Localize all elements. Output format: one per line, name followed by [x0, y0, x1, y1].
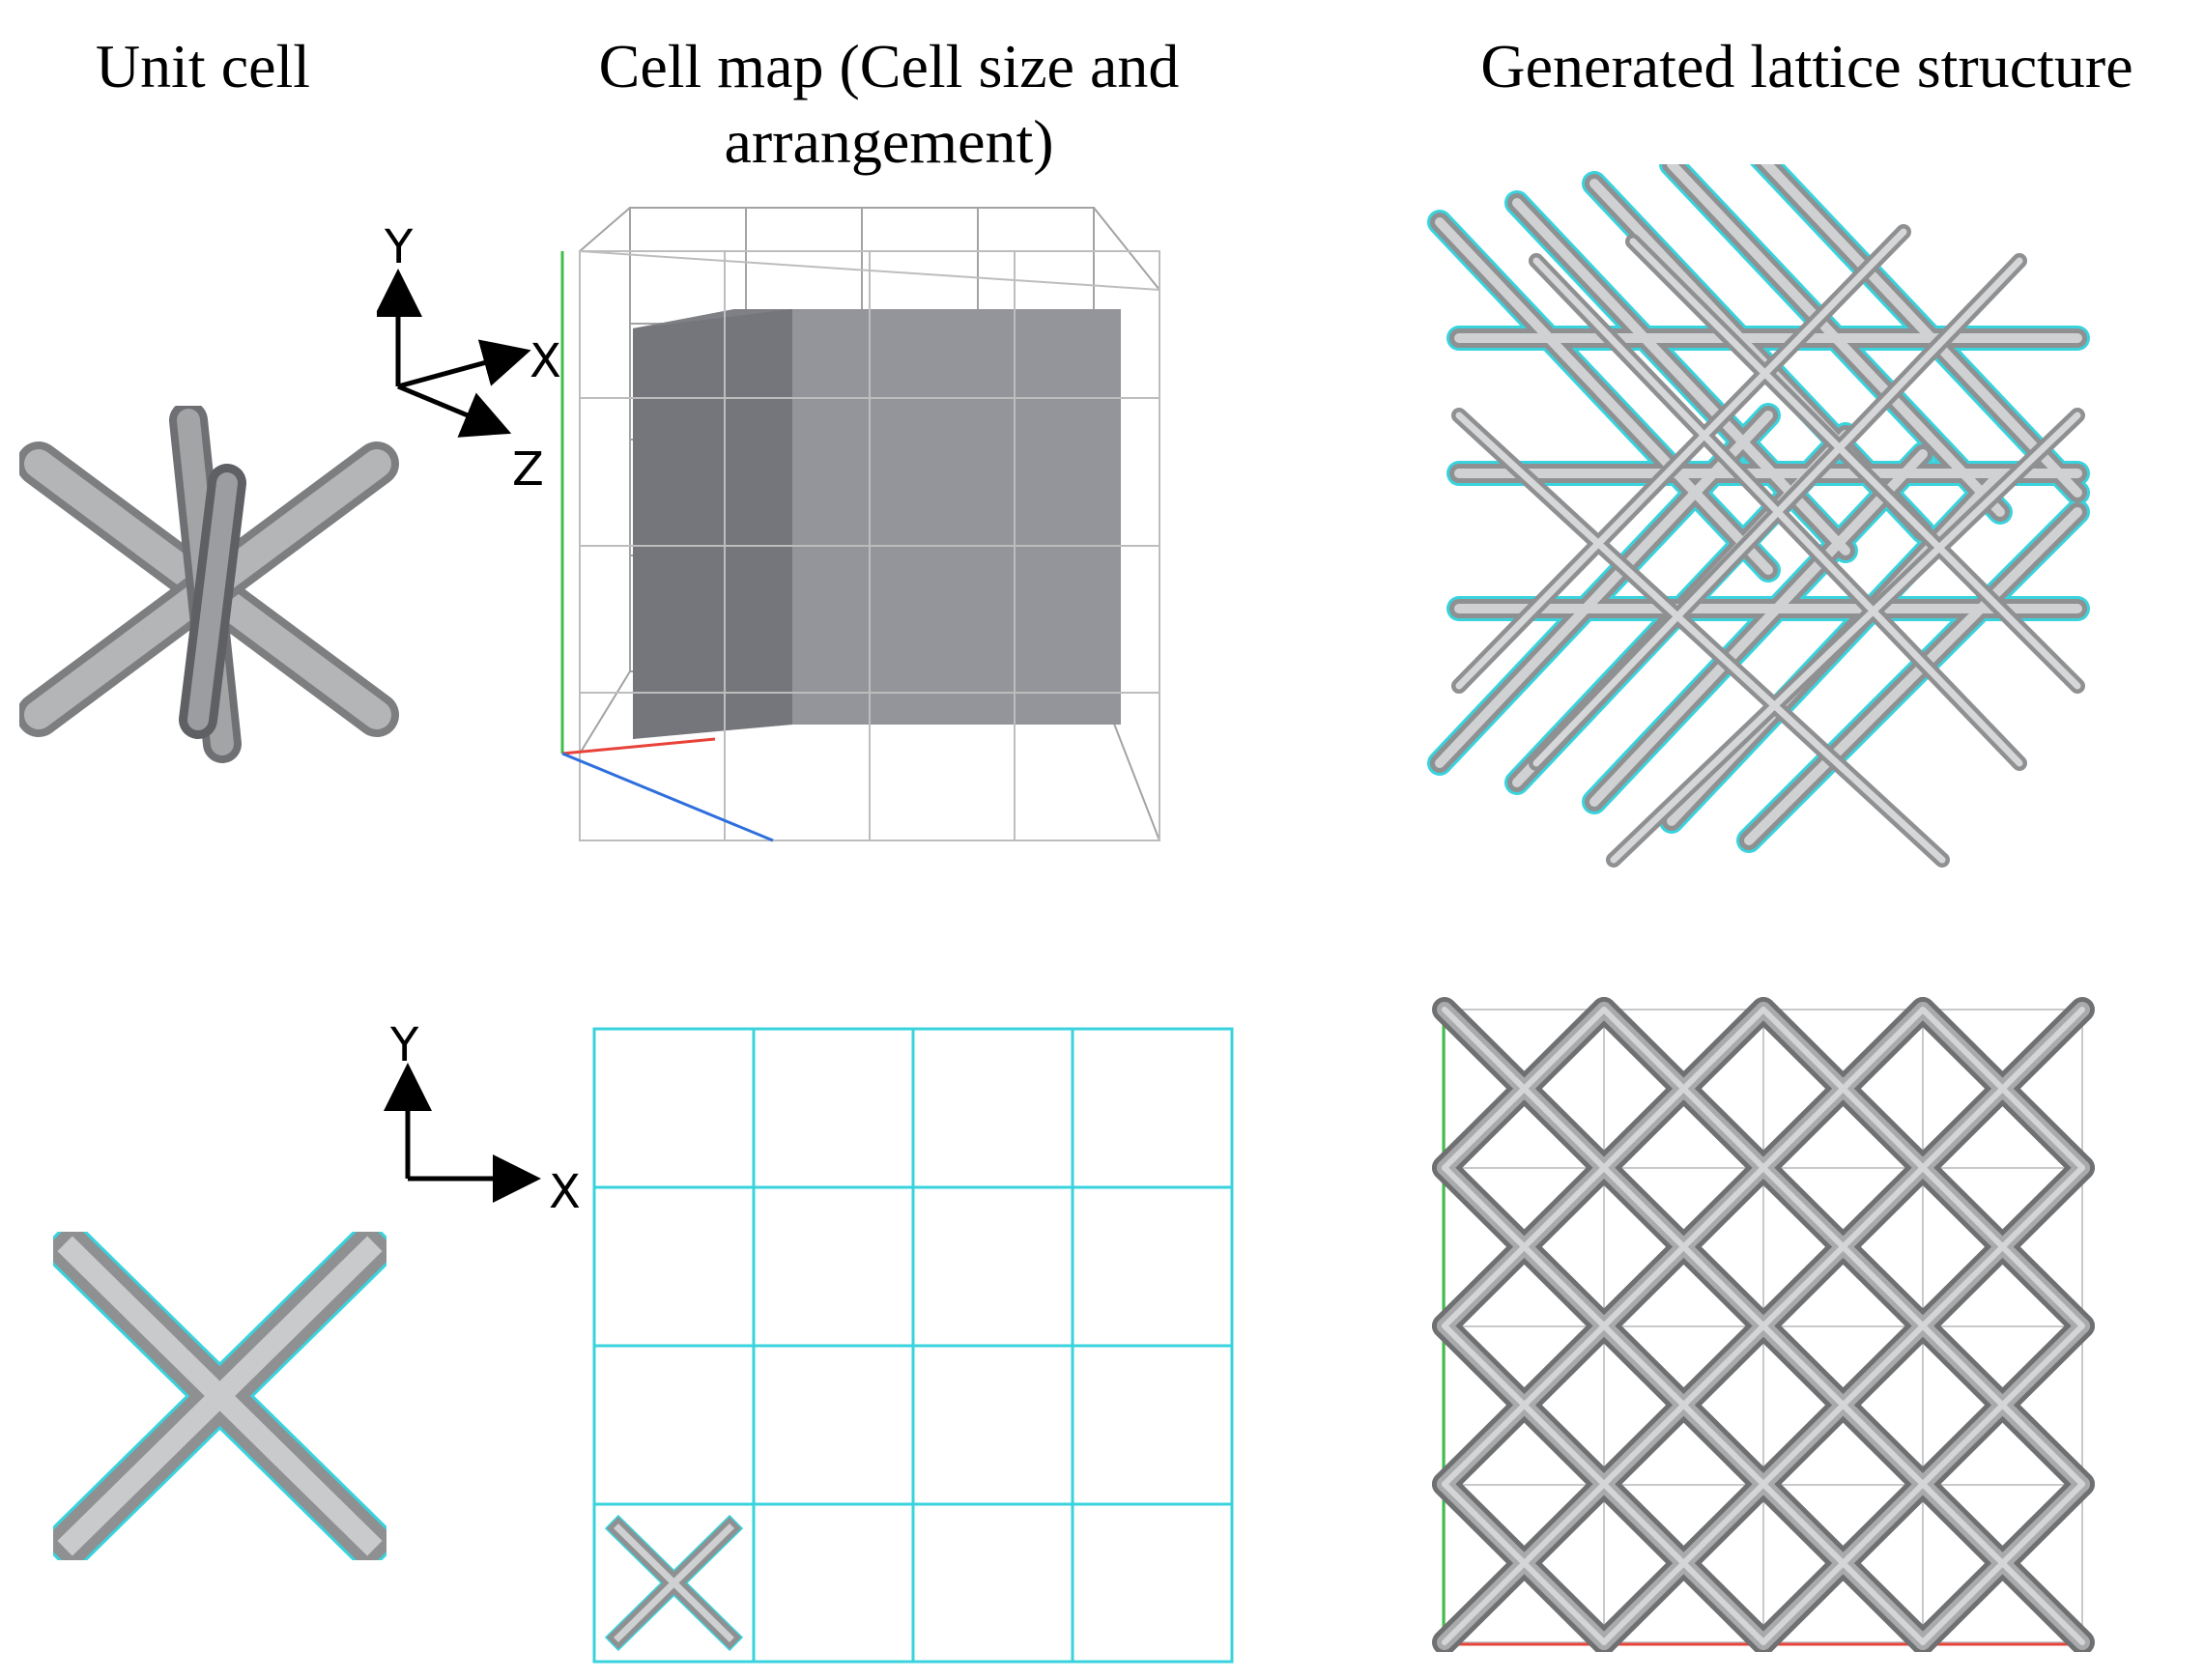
- lattice-strut: [1601, 1164, 1766, 1329]
- header-lattice: Generated lattice structure: [1480, 32, 2133, 100]
- axis-red-line: [561, 737, 716, 755]
- unit-cell-3d-icon: [19, 406, 399, 763]
- lattice-strut: [1920, 1323, 2085, 1488]
- axes-2d: Y X: [377, 1014, 589, 1237]
- lattice-strut: [1760, 1481, 1926, 1645]
- axis-y-label-2d: Y: [389, 1018, 419, 1072]
- cube-icon: [633, 309, 1121, 739]
- axis-y-label: Y: [384, 220, 414, 274]
- cell-map-2d-panel: [589, 1024, 1246, 1671]
- lattice-strut: [1920, 1007, 2085, 1171]
- axis-z-label: Z: [512, 442, 544, 493]
- cell-map-3d: [560, 207, 1160, 842]
- header-unit-cell: Unit cell: [95, 32, 311, 100]
- axis-x-label: X: [530, 334, 561, 388]
- cell-map-3d-panel: [551, 198, 1227, 855]
- lattice-strut: [1920, 1164, 2085, 1329]
- lattice-strut: [1442, 1323, 1607, 1488]
- axis-x-arrow: [397, 339, 531, 389]
- lattice-strut: [1760, 1164, 1926, 1329]
- lattice-strut: [1601, 1323, 1766, 1488]
- cell-map-2d: [592, 1027, 1234, 1664]
- lattice-strut: [1760, 1007, 1926, 1171]
- lattice-strut: [1920, 1481, 2085, 1645]
- axis-z-arrow: [397, 384, 512, 438]
- unit-cell-2d-panel: [53, 1232, 386, 1560]
- lattice-2d-panel: [1430, 995, 2106, 1652]
- lattice-3d-icon: [1427, 164, 2090, 868]
- lattice-strut: [1601, 1007, 1766, 1171]
- lattice-strut: [1760, 1323, 1926, 1488]
- unit-cell-3d-panel: [19, 406, 406, 773]
- lattice-strut: [1601, 1481, 1766, 1645]
- header-cell-map-line2: arrangement): [724, 107, 1054, 176]
- grid-front: [579, 250, 1160, 841]
- axis-blue-line: [561, 752, 774, 842]
- cell-map-2d-grid: [592, 1027, 1234, 1664]
- lattice-strut: [1442, 1164, 1607, 1329]
- lattice-2d-struts: [1432, 997, 2095, 1652]
- unit-cell-2d-icon: [53, 1232, 386, 1560]
- axis-x-label-2d: X: [549, 1165, 581, 1219]
- lattice-strut: [1442, 1481, 1607, 1645]
- lattice-3d-panel: [1420, 164, 2116, 918]
- lattice-2d-icon: [1432, 997, 2095, 1652]
- lattice-strut: [1442, 1007, 1607, 1171]
- small-unit-cell-icon: [604, 1514, 744, 1652]
- header-cell-map: Cell map (Cell size and arrangement): [502, 29, 1275, 180]
- axes-3d: Y X Z: [377, 213, 589, 493]
- header-cell-map-line1: Cell map (Cell size and: [598, 32, 1180, 100]
